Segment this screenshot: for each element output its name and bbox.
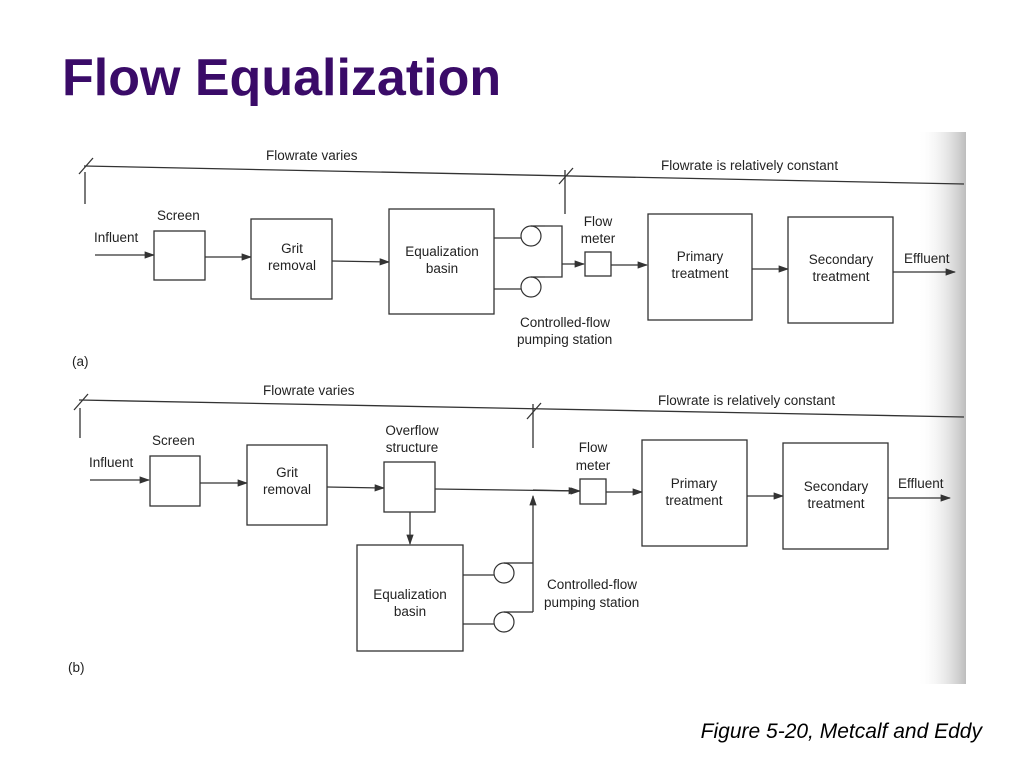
flow-equalization-figure: Flowrate varies Flowrate is relatively c… [62,132,966,684]
primary-treatment-box-b [641,439,748,547]
removal-label-b: removal [263,482,311,497]
primary-treatment-box-a [647,213,753,321]
influent-label-a: Influent [94,230,139,245]
pumping-label-1-b: Controlled-flow [547,577,637,592]
pumping-label-2-a: pumping station [517,332,612,347]
equalization-label-a: Equalization [405,244,479,259]
primary-label-a: Primary [677,249,724,264]
basin-label-b: basin [394,604,426,619]
slash-mid-a [558,167,574,185]
slash-start-a [78,157,94,175]
screen-box-a [153,230,206,281]
grit-label-a: Grit [281,241,303,256]
flowrate-varies-label-a: Flowrate varies [266,148,358,163]
screen-box-b [149,455,201,507]
diagram-a: Flowrate varies Flowrate is relatively c… [72,148,965,369]
secondary-label-a: Secondary [809,252,874,267]
flow-meter-box-b [579,478,607,505]
primary-treatment-label-b: treatment [665,493,722,508]
secondary-label-b: Secondary [804,479,869,494]
slash-start-b [73,393,89,411]
flow-label-a: Flow [584,214,613,229]
overflow-label-b: Overflow [385,423,439,438]
flowrate-line-a [83,165,965,185]
pumping-label-1-a: Controlled-flow [520,315,610,330]
flowrate-varies-label-b: Flowrate varies [263,383,355,398]
arrow-to-meter-b [532,487,580,495]
screen-label-b: Screen [152,433,195,448]
arrow-grit-eq-a [331,258,391,266]
equalization-basin-box-b [356,544,464,652]
primary-treatment-label-a: treatment [671,266,728,281]
slash-mid-b [526,402,542,420]
secondary-treatment-box-b [782,442,889,550]
flow-meter-box-a [584,251,612,277]
grit-removal-box-b [246,444,328,526]
pump-manifold-a [545,225,563,278]
overflow-structure-box-b [383,461,436,513]
panel-label-b: (b) [68,660,85,675]
equalization-label-b: Equalization [373,587,447,602]
equalization-basin-box-a [388,208,495,315]
secondary-treatment-label-b: treatment [807,496,864,511]
arrow-grit-overflow-b [326,484,386,492]
removal-label-a: removal [268,258,316,273]
grit-label-b: Grit [276,465,298,480]
influent-label-b: Influent [89,455,134,470]
pump-icon [520,225,542,247]
meter-label-a: meter [581,231,616,246]
figure-caption: Figure 5-20, Metcalf and Eddy [700,720,982,743]
grit-removal-box-a [250,218,333,300]
structure-label-b: structure [386,440,439,455]
flowrate-line-b [78,399,965,418]
flowrate-constant-label-b: Flowrate is relatively constant [658,393,835,408]
primary-label-b: Primary [671,476,718,491]
pumping-label-2-b: pumping station [544,595,639,610]
basin-label-a: basin [426,261,458,276]
effluent-label-b: Effluent [898,476,944,491]
pump-icon [520,276,542,298]
diagram-b: Flowrate varies Flowrate is relatively c… [68,383,965,675]
secondary-treatment-label-a: treatment [812,269,869,284]
secondary-treatment-box-a [787,216,894,324]
panel-label-a: (a) [72,354,89,369]
meter-label-b: meter [576,458,611,473]
screen-label-a: Screen [157,208,200,223]
flow-label-b: Flow [579,440,608,455]
page-edge-shading [917,132,966,684]
flowrate-constant-label-a: Flowrate is relatively constant [661,158,838,173]
pump-icon [493,611,515,633]
slide-title: Flow Equalization [62,49,502,107]
effluent-label-a: Effluent [904,251,950,266]
pump-icon [493,562,515,584]
